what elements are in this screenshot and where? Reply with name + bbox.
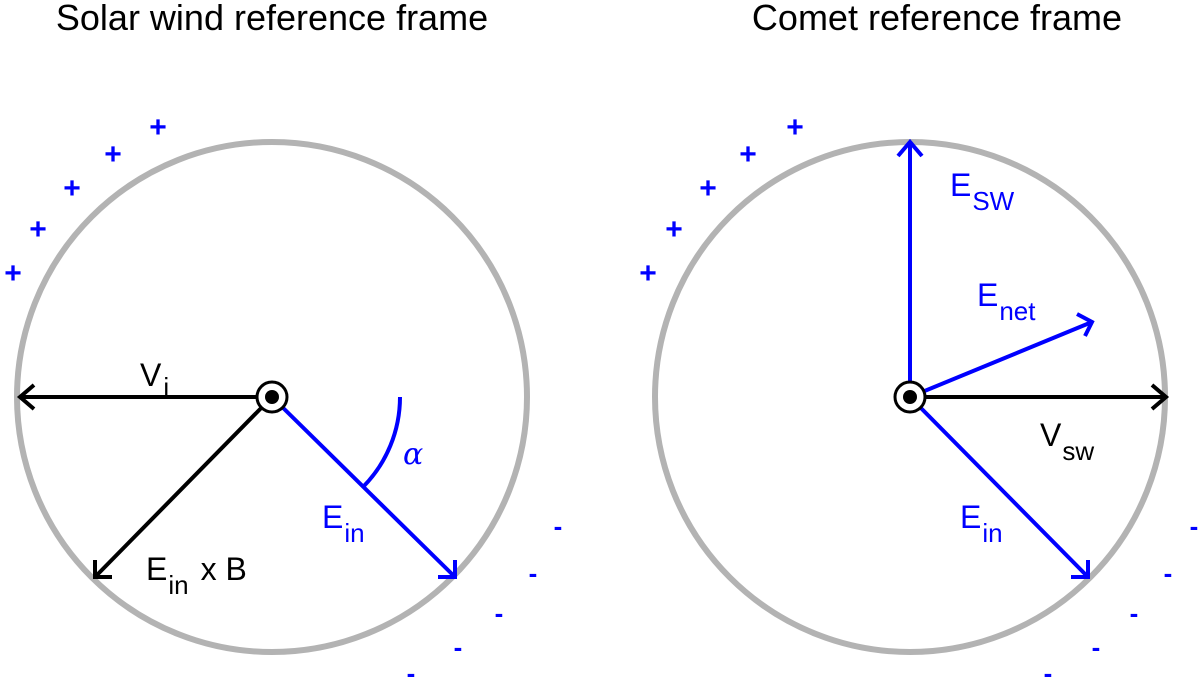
minus-charge: - bbox=[1190, 511, 1199, 541]
ein-label-right: Ein bbox=[960, 499, 1003, 548]
plus-charge: + bbox=[29, 213, 47, 246]
ein-cross-b-arrow bbox=[93, 395, 274, 579]
minus-charge: - bbox=[554, 511, 563, 541]
vi-arrow bbox=[16, 383, 272, 411]
vsw-arrow bbox=[910, 383, 1170, 411]
plus-charge: + bbox=[699, 172, 717, 205]
plus-charge: + bbox=[665, 213, 683, 246]
minus-charge: - bbox=[1092, 632, 1101, 662]
vsw-label: Vsw bbox=[1040, 417, 1094, 466]
right-negative-charges: - - - - - bbox=[1044, 511, 1199, 680]
minus-charge: - bbox=[407, 658, 416, 680]
ein-arrowhead-left bbox=[438, 560, 457, 579]
ein-arrowhead-right bbox=[1071, 560, 1090, 579]
esw-arrowhead bbox=[896, 138, 924, 158]
left-negative-charges: - - - - - bbox=[407, 511, 563, 680]
right-panel: Comet reference frame ESW Enet Vsw Ein bbox=[639, 0, 1198, 680]
plus-charge: + bbox=[739, 138, 757, 171]
minus-charge: - bbox=[454, 632, 463, 662]
enet-arrowhead bbox=[1076, 312, 1095, 337]
esw-label: ESW bbox=[950, 167, 1015, 216]
vsw-arrowhead bbox=[1150, 383, 1170, 411]
plus-charge: + bbox=[104, 138, 122, 171]
right-positive-charges: + + + + + bbox=[639, 111, 804, 290]
circled-dot-icon bbox=[255, 380, 289, 414]
plus-charge: + bbox=[4, 257, 22, 290]
minus-charge: - bbox=[1164, 558, 1173, 588]
plus-charge: + bbox=[149, 111, 167, 144]
ein-cross-b-arrowhead bbox=[93, 560, 112, 579]
enet-label: Enet bbox=[977, 277, 1036, 326]
minus-charge: - bbox=[495, 598, 504, 628]
minus-charge: - bbox=[1044, 658, 1053, 680]
ein-arrow-right bbox=[908, 395, 1090, 579]
plus-charge: + bbox=[786, 111, 804, 144]
ein-label-left: Ein bbox=[322, 499, 365, 548]
esw-arrow bbox=[896, 138, 924, 397]
vi-label: Vi bbox=[140, 357, 169, 402]
left-panel-title: Solar wind reference frame bbox=[56, 0, 488, 38]
plus-charge: + bbox=[63, 172, 81, 205]
vi-arrowhead bbox=[16, 383, 36, 411]
minus-charge: - bbox=[529, 558, 538, 588]
enet-arrow bbox=[909, 312, 1095, 399]
plus-charge: + bbox=[639, 257, 657, 290]
alpha-label: α bbox=[403, 437, 423, 472]
left-positive-charges: + + + + + bbox=[4, 111, 167, 290]
alpha-angle-arc bbox=[361, 396, 402, 489]
right-panel-title: Comet reference frame bbox=[752, 0, 1122, 38]
minus-charge: - bbox=[1130, 598, 1139, 628]
circled-dot-icon bbox=[893, 380, 927, 414]
